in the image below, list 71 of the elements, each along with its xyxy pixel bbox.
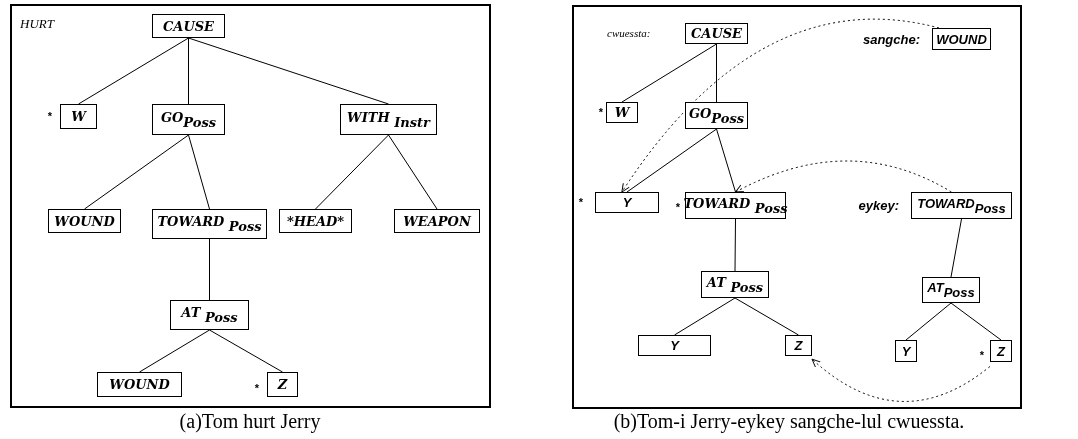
arrow [735,160,952,193]
concept-box [785,335,812,356]
concept-box [279,209,352,233]
side-label: * [578,197,583,208]
tree-line [674,297,736,336]
concept-box [701,271,769,298]
tree-line [139,329,210,373]
concept-box [152,14,225,38]
tree-line [950,218,962,278]
node-label: Y [670,339,679,352]
tree-line [188,37,189,105]
concept-box [170,300,249,330]
concept-box [685,23,748,44]
tree-line [621,43,717,103]
side-label: sangche: [862,32,920,46]
node-label: WEAPON [403,214,471,228]
side-label: * [979,349,984,361]
tree-line [716,128,736,193]
tree-line [188,37,389,105]
side-label: * [675,202,680,213]
node-label: *HEAD* [286,214,345,228]
concept-box [152,209,267,239]
tree-line [388,134,438,210]
tree-line [716,43,717,103]
concept-box [911,192,1012,219]
tree-line [734,297,799,336]
arrow [811,358,991,402]
node-label: CAUSE [690,27,743,40]
node-label: Y [901,344,911,358]
tree-line [905,302,952,341]
node-label: WOUND [936,32,987,46]
tree-line [315,134,389,210]
tree-line [78,37,189,105]
concept-box [267,372,298,397]
node-label: Z [277,378,288,391]
concept-box [97,372,182,397]
concept-box [922,277,980,303]
tree-line [626,128,717,193]
concept-box [152,104,225,135]
node-label: W [71,110,86,123]
tree-line [734,218,736,272]
panel-frame [10,4,491,408]
concept-box [595,192,659,213]
node-label: CAUSE [162,19,215,33]
tree-line [209,329,283,373]
node-label: WOUND [54,214,115,228]
concept-box [990,340,1012,362]
panel-frame [572,5,1022,409]
node-label: Z [794,339,803,352]
tree-line [188,134,210,210]
panel-title: HURT [20,16,54,32]
concept-box [638,335,711,356]
node-label: Z [997,344,1005,358]
side-label: * [47,111,52,122]
concept-box [394,209,480,233]
panel-title: cwuessta: [607,27,651,39]
node-label: Y [622,196,632,209]
tree-line [209,238,210,301]
concept-box [60,104,97,129]
concept-box [606,102,638,123]
concept-box [48,209,121,233]
concept-box [895,340,917,362]
node-label: W [614,106,630,119]
tree-line [84,134,189,210]
caption: (a)Tom hurt Jerry [179,411,321,431]
caption: (b)Tom-i Jerry-eykey sangche-lul cwuessta. [613,411,965,431]
side-label: * [598,107,603,118]
concept-box [340,104,437,135]
side-label: eykey: [858,199,899,212]
side-label: * [254,383,259,394]
node-label: WOUND [109,378,170,391]
